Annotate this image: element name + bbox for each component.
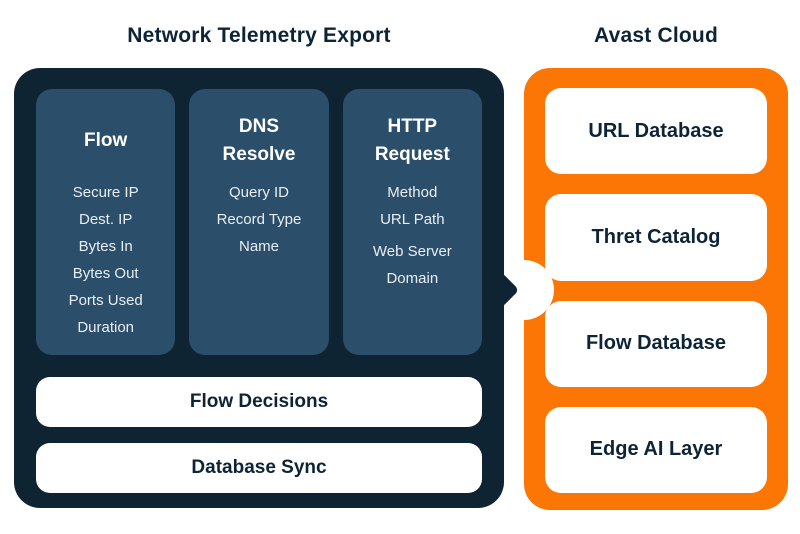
list-item: Dest. IP — [78, 211, 133, 228]
list-item: Method — [387, 184, 438, 201]
column-flow-items: Secure IP Dest. IP Bytes In Bytes Out Po… — [36, 179, 175, 341]
edge-ai-layer-box: Edge AI Layer — [545, 406, 767, 493]
list-item: Record Type — [216, 211, 302, 228]
list-item: URL Path — [380, 211, 445, 228]
column-flow: Flow Secure IP Dest. IP Bytes In Bytes O… — [36, 89, 176, 355]
column-http-request-items: Method URL Path Web Server Domain — [343, 179, 482, 292]
thret-catalog-box: Thret Catalog — [545, 194, 767, 281]
flow-decisions-bar: Flow Decisions — [36, 377, 482, 427]
telemetry-panel: Flow Secure IP Dest. IP Bytes In Bytes O… — [14, 68, 504, 508]
right-section-title: Avast Cloud — [594, 24, 718, 47]
telemetry-columns: Flow Secure IP Dest. IP Bytes In Bytes O… — [36, 89, 482, 355]
list-item: Secure IP — [72, 184, 139, 201]
left-section-title: Network Telemetry Export — [127, 24, 391, 47]
list-item: Name — [238, 238, 279, 255]
avast-cloud-panel: URL Database Thret Catalog Flow Database… — [524, 68, 788, 510]
url-database-box: URL Database — [545, 88, 767, 175]
column-dns-resolve-items: Query ID Record Type Name — [189, 179, 328, 260]
list-item: Bytes In — [78, 238, 133, 255]
column-dns-resolve: DNS Resolve Query ID Record Type Name — [189, 89, 329, 355]
list-item: Web Server Domain — [372, 243, 452, 287]
column-http-request: HTTP Request Method URL Path Web Server … — [342, 89, 482, 355]
column-http-request-title: HTTP Request — [374, 116, 450, 165]
column-dns-resolve-title: DNS Resolve — [222, 116, 296, 165]
flow-database-box: Flow Database — [545, 300, 767, 387]
list-item: Query ID — [228, 184, 289, 201]
column-flow-title: Flow — [84, 130, 128, 151]
list-item: Ports Used — [68, 292, 143, 309]
list-item: Bytes Out — [72, 265, 139, 282]
list-item: Duration — [77, 319, 135, 336]
database-sync-bar: Database Sync — [36, 443, 482, 493]
